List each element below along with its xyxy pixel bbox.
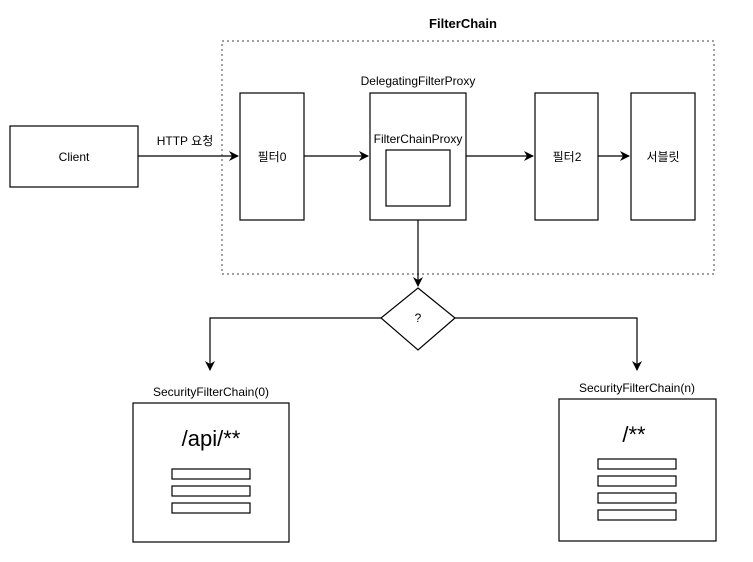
security-filter-chain-0-filter-list	[171, 468, 251, 514]
filter2-label: 필터2	[553, 150, 582, 164]
client-box	[9, 125, 139, 188]
filter-chain-frame	[221, 40, 715, 275]
filter0-box	[239, 92, 305, 221]
security-filter-chain-0-pattern: /api/**	[182, 426, 241, 451]
decision-to-chainn-arrow	[455, 317, 642, 371]
filter-chain-proxy-inner-box	[385, 149, 451, 207]
servlet-box	[630, 92, 696, 221]
filter-chain-proxy-label: FilterChainProxy	[374, 132, 463, 146]
security-filter-chain-n-filter-bar	[597, 509, 677, 521]
security-filter-chain-n-pattern: /**	[622, 422, 646, 447]
delegating-filter-proxy-label: DelegatingFilterProxy	[361, 74, 476, 88]
filter0-label: 필터0	[258, 150, 287, 164]
security-filter-chain-0-filter-bar	[171, 468, 251, 480]
security-filter-chain-0-label: SecurityFilterChain(0)	[153, 385, 269, 399]
decision-label: ?	[415, 311, 422, 325]
security-filter-chain-n-filter-bar	[597, 475, 677, 487]
http-request-label: HTTP 요청	[157, 134, 214, 148]
security-filter-chain-n-label: SecurityFilterChain(n)	[579, 381, 695, 395]
client-label: Client	[59, 150, 90, 164]
security-filter-chain-n-filter-list	[597, 458, 677, 521]
decision-to-chain0-arrow	[205, 317, 381, 371]
filter-chain-title: FilterChain	[429, 16, 497, 31]
security-filter-chain-0-filter-bar	[171, 485, 251, 497]
decision-diamond	[380, 287, 456, 351]
servlet-label: 서블릿	[646, 150, 679, 164]
security-filter-chain-n-filter-bar	[597, 458, 677, 470]
security-filter-chain-0-filter-bar	[171, 502, 251, 514]
security-filter-chain-n-filter-bar	[597, 492, 677, 504]
